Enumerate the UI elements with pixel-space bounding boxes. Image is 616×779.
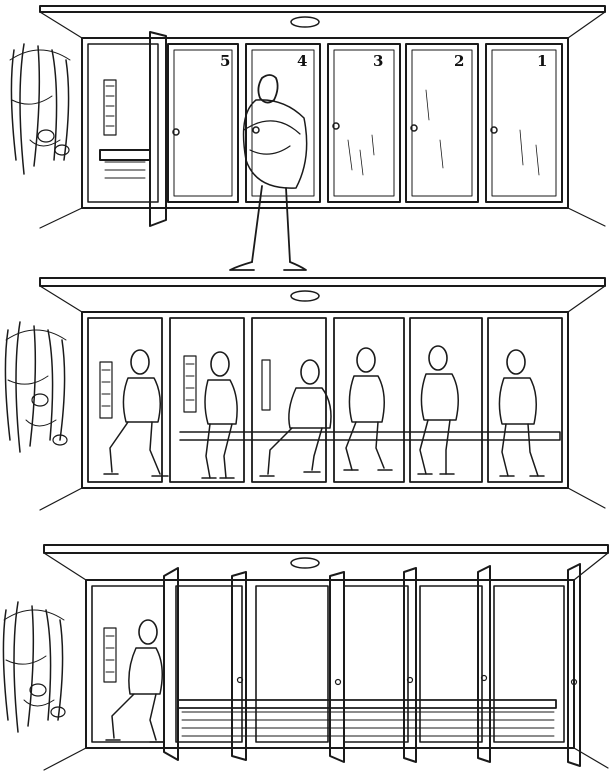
booth-door-4 (245, 43, 321, 203)
ceiling-lamp (290, 290, 320, 302)
seated-caller-corner (105, 619, 165, 743)
booth-number: 5 (220, 52, 230, 70)
switch-panel (103, 79, 117, 136)
open-doors (163, 563, 581, 767)
booth-door-2 (405, 43, 479, 203)
booth-number: 2 (454, 52, 464, 70)
seated-caller-3 (259, 359, 332, 477)
seated-caller-1 (103, 349, 169, 477)
booth-door-3 (327, 43, 401, 203)
man-entering-booth (229, 74, 308, 271)
bench (177, 699, 557, 709)
booth-door-1 (485, 43, 563, 203)
panel-1-booths-empty: 5 4 3 2 1 (9, 5, 606, 271)
coat-rack (9, 43, 71, 175)
switch-panel (103, 627, 117, 683)
coat-rack (2, 601, 66, 733)
ceiling-lamp (290, 557, 320, 569)
ceiling-lamp (290, 16, 320, 28)
booth-number: 1 (537, 52, 547, 70)
bench (179, 431, 561, 441)
booth-openings (91, 585, 565, 743)
booth-number: 3 (373, 52, 383, 70)
booth-openings (87, 317, 563, 483)
seated-caller-4 (343, 347, 393, 471)
booth-number: 4 (297, 52, 307, 70)
booth-door-5 (167, 43, 239, 203)
booth-shelf (99, 149, 151, 161)
panel-3-doors-open (2, 544, 609, 771)
panel-2-booths-occupied (4, 277, 606, 511)
coat-rack (4, 321, 68, 453)
seated-caller-5 (417, 345, 459, 475)
seated-caller-2 (201, 351, 238, 479)
open-door (149, 31, 167, 227)
switch-panels (99, 355, 271, 419)
seated-caller-6 (498, 349, 545, 477)
